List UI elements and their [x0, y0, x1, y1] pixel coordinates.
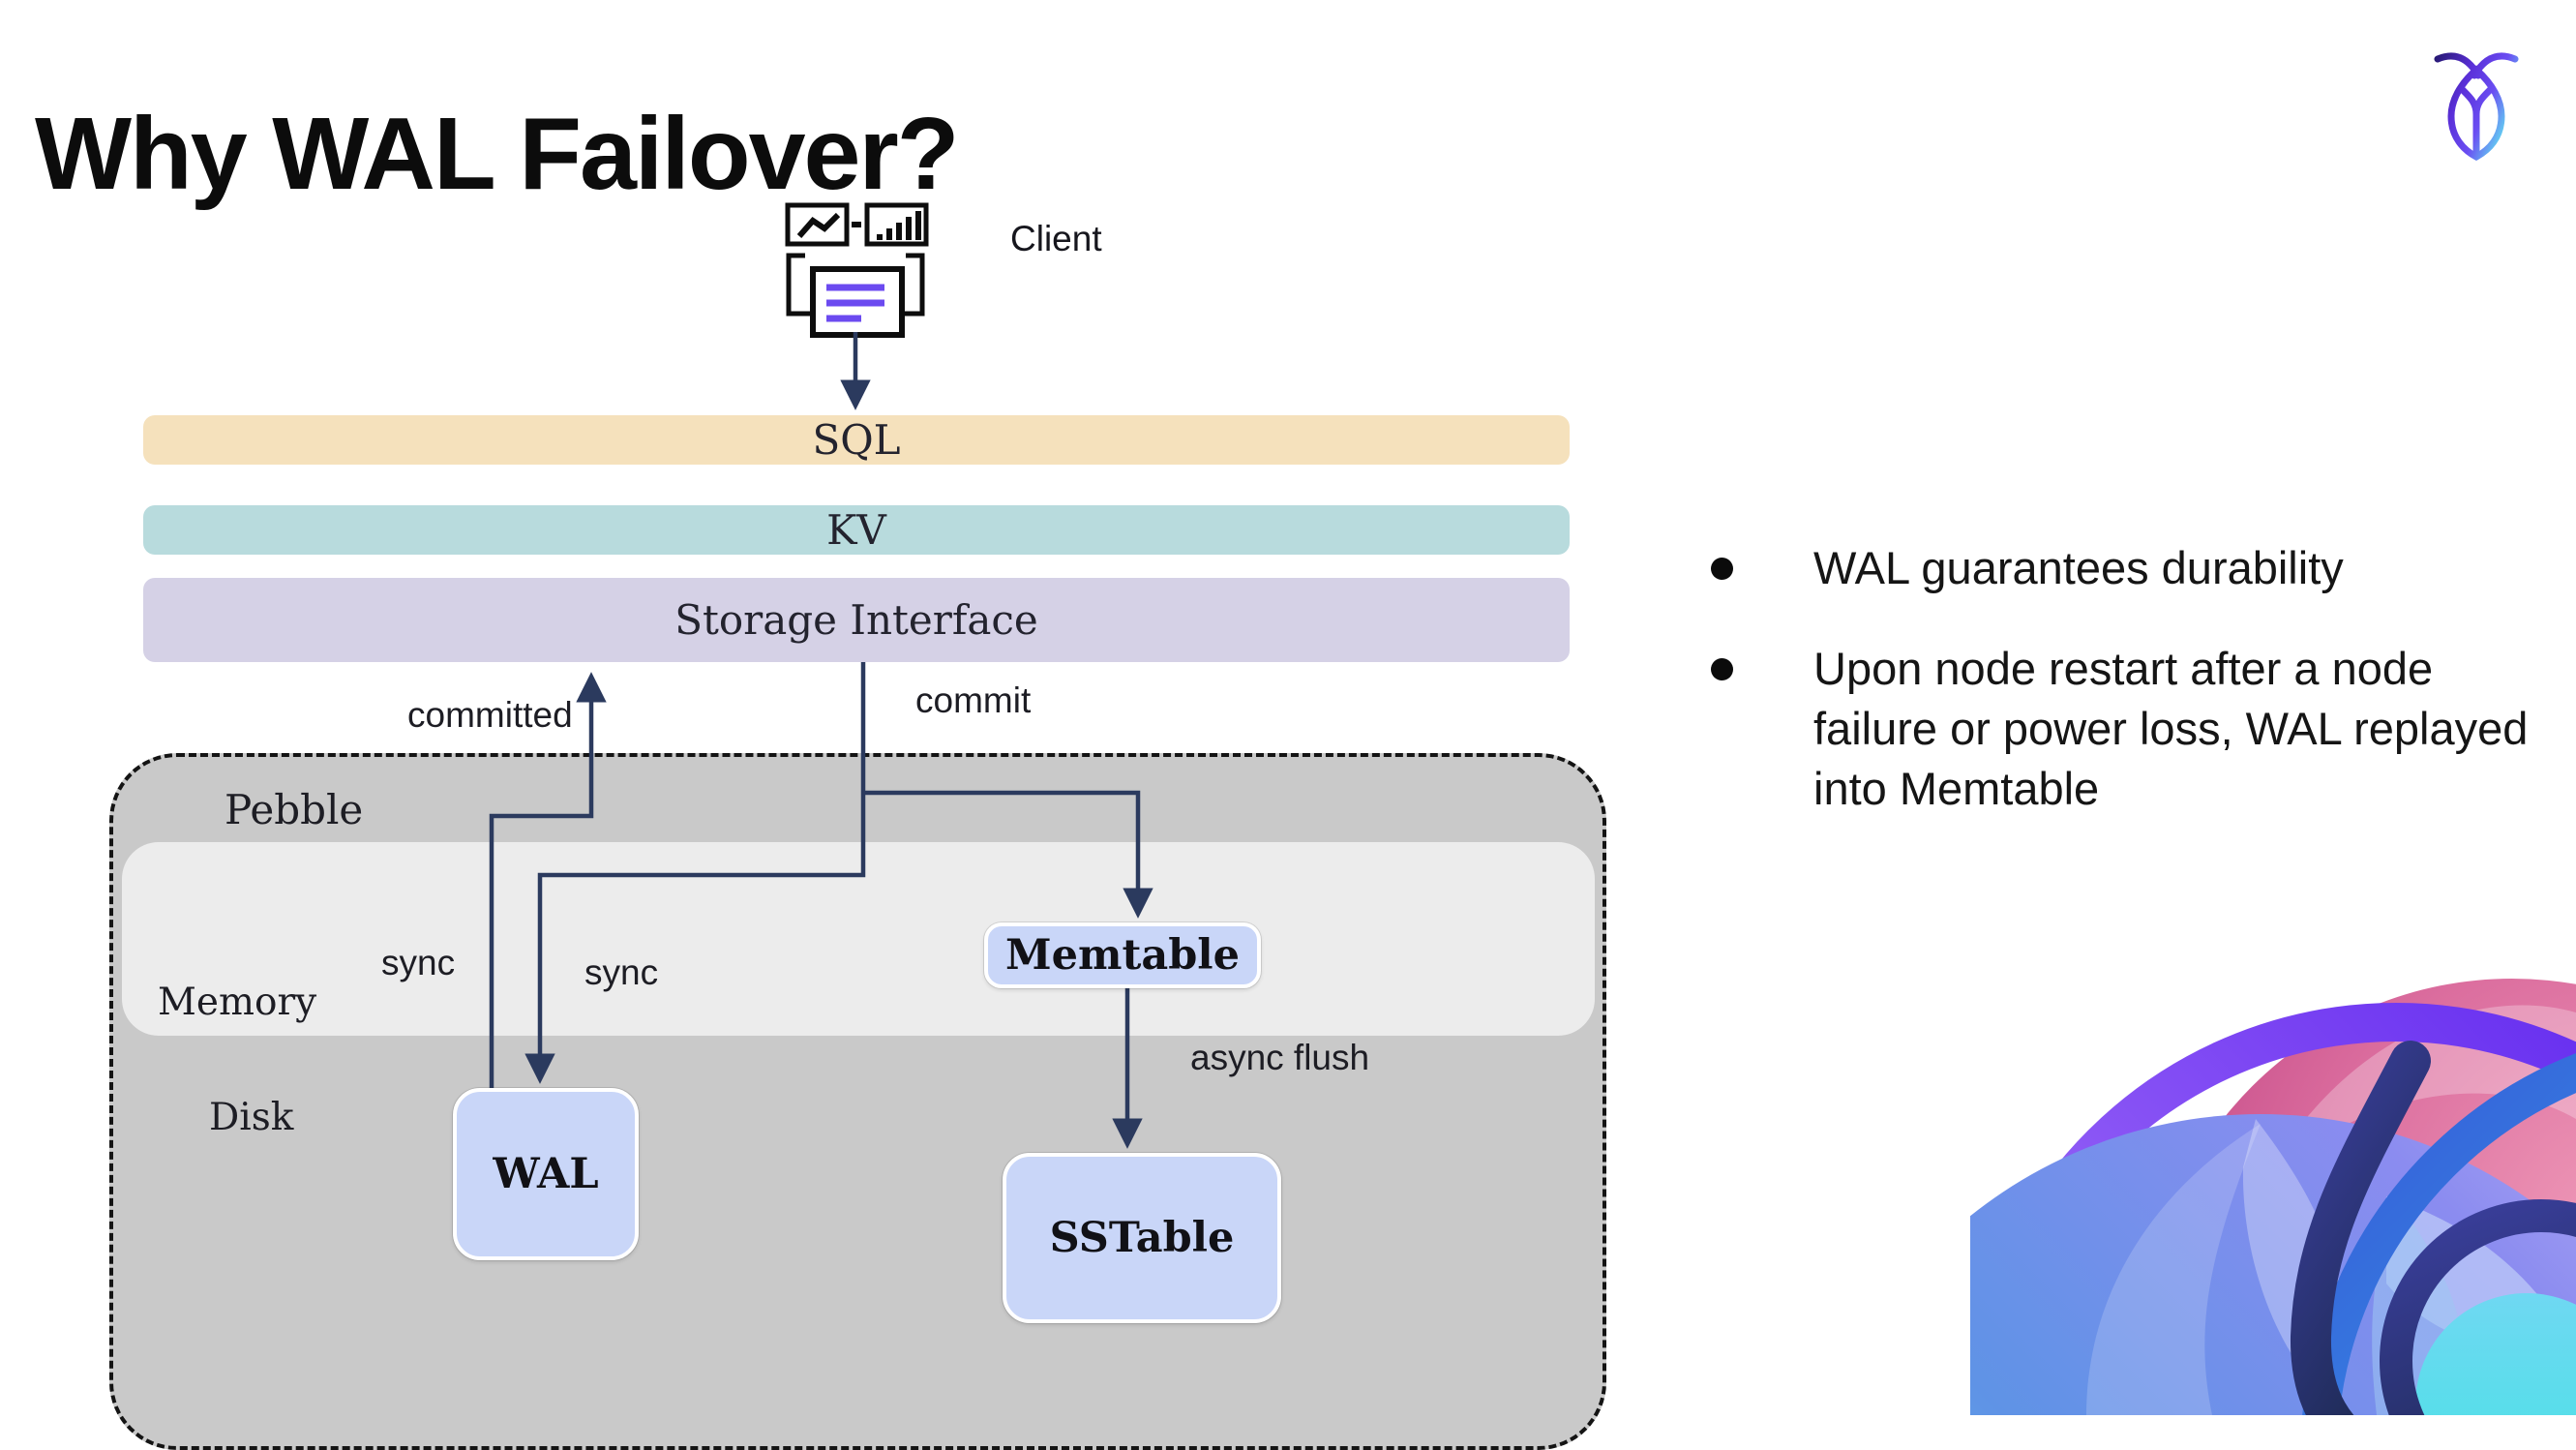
layer-kv: KV [143, 505, 1570, 555]
cockroachdb-logo-icon [2434, 52, 2519, 161]
edge-label-committed: committed [407, 695, 573, 735]
node-memtable-label: Memtable [1005, 931, 1240, 980]
client-label: Client [1010, 219, 1102, 258]
list-item: WAL guarantees durability [1711, 538, 2543, 598]
edge-label-sync-down: sync [584, 952, 659, 992]
client-terminal-icon [785, 202, 929, 338]
bar-chart-icon [877, 211, 921, 240]
bullet-dot [1711, 558, 1733, 580]
node-sstable: SSTable [1003, 1153, 1281, 1323]
slide-title: Why WAL Failover? [35, 97, 959, 212]
bullet-text: WAL guarantees durability [1813, 542, 2344, 593]
bullet-list: WAL guarantees durability Upon node rest… [1711, 538, 2543, 860]
document-lines-icon [826, 284, 884, 322]
brand-artwork [1970, 979, 2576, 1415]
disk-label: Disk [209, 1096, 294, 1139]
node-memtable: Memtable [984, 922, 1261, 988]
node-sstable-label: SSTable [1049, 1214, 1235, 1262]
list-item: Upon node restart after a node failure o… [1711, 639, 2543, 819]
layer-sql-label: SQL [812, 416, 901, 464]
bullet-text: Upon node restart after a node failure o… [1813, 643, 2529, 814]
layer-storage-interface: Storage Interface [143, 578, 1570, 662]
layer-sql: SQL [143, 415, 1570, 465]
slide: { "title": "Why WAL Failover?", "client"… [35, 52, 2576, 1450]
edge-label-sync-up: sync [381, 943, 456, 982]
edge-label-async-flush: async flush [1190, 1038, 1370, 1077]
pebble-label: Pebble [225, 786, 364, 833]
layer-storage-interface-label: Storage Interface [674, 596, 1038, 644]
node-wal-label: WAL [493, 1150, 599, 1198]
memory-label: Memory [158, 981, 317, 1024]
node-wal: WAL [453, 1088, 639, 1260]
memory-region [122, 842, 1595, 1036]
line-chart-icon [796, 212, 841, 238]
layer-kv-label: KV [826, 506, 886, 554]
bullet-dot [1711, 658, 1733, 680]
edge-label-commit: commit [915, 680, 1032, 720]
